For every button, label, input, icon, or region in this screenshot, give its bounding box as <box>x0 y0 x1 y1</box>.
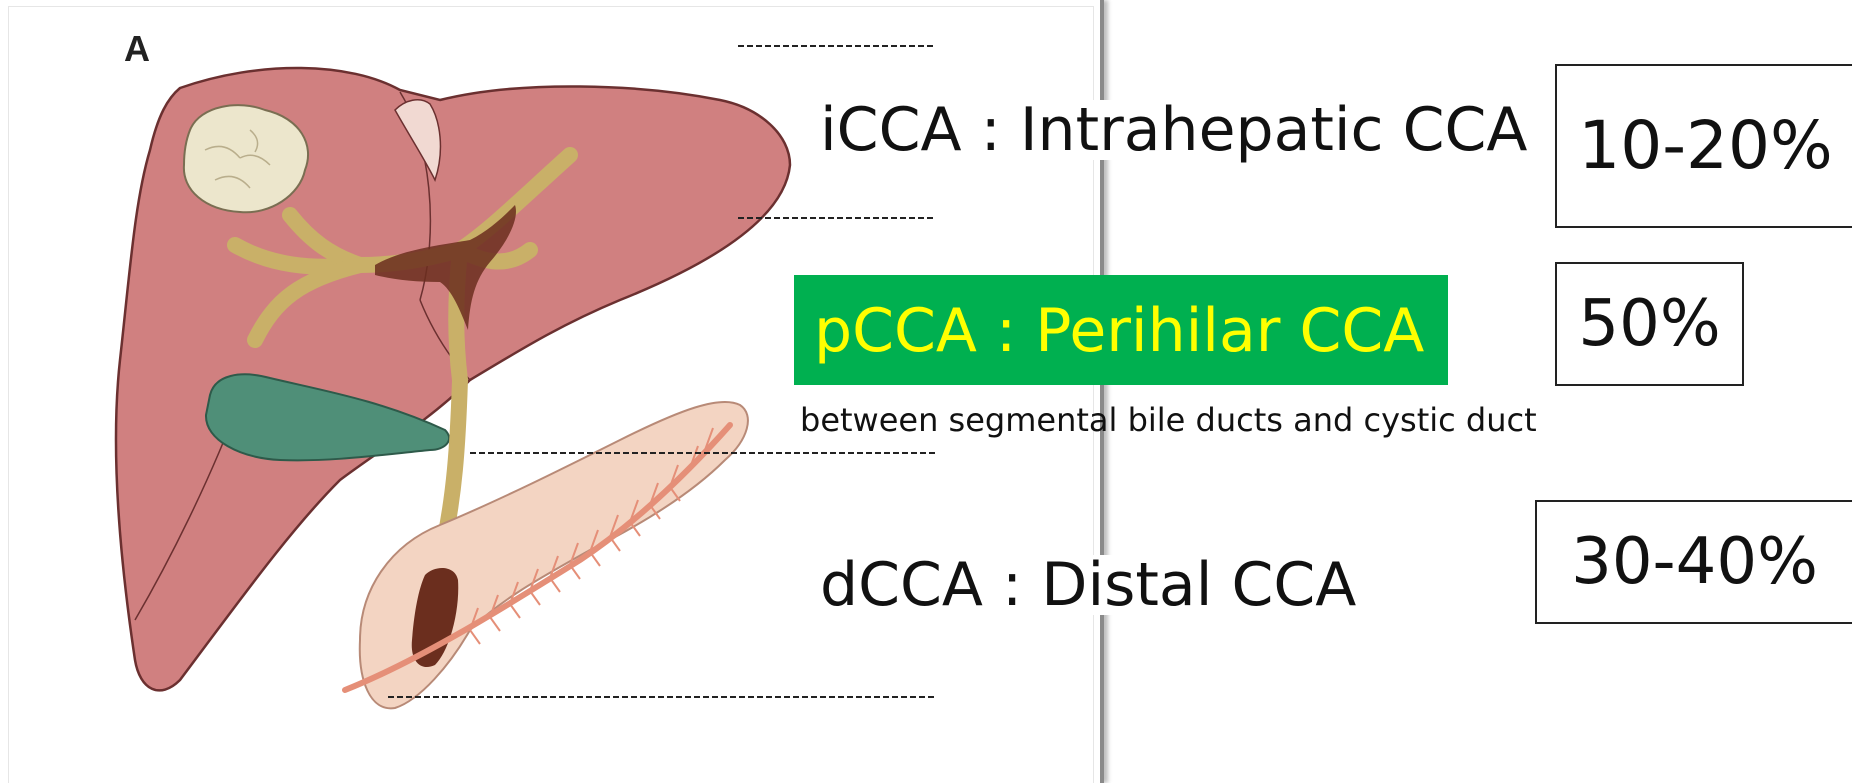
pcca-description: between segmental bile ducts and cystic … <box>800 404 1537 436</box>
pcca-highlight-box: pCCA : Perihilar CCA <box>794 275 1448 385</box>
intrahepatic-tumor <box>184 105 308 212</box>
pcca-label: pCCA : Perihilar CCA <box>814 301 1424 361</box>
panel-letter: A <box>124 28 150 70</box>
pcca-percentage-box: 50% <box>1555 262 1744 386</box>
icca-percentage-box: 10-20% <box>1555 64 1852 228</box>
dcca-label: dCCA : Distal CCA <box>814 555 1362 615</box>
dcca-percentage-box: 30-40% <box>1535 500 1852 624</box>
icca-label: iCCA : Intrahepatic CCA <box>814 100 1533 160</box>
